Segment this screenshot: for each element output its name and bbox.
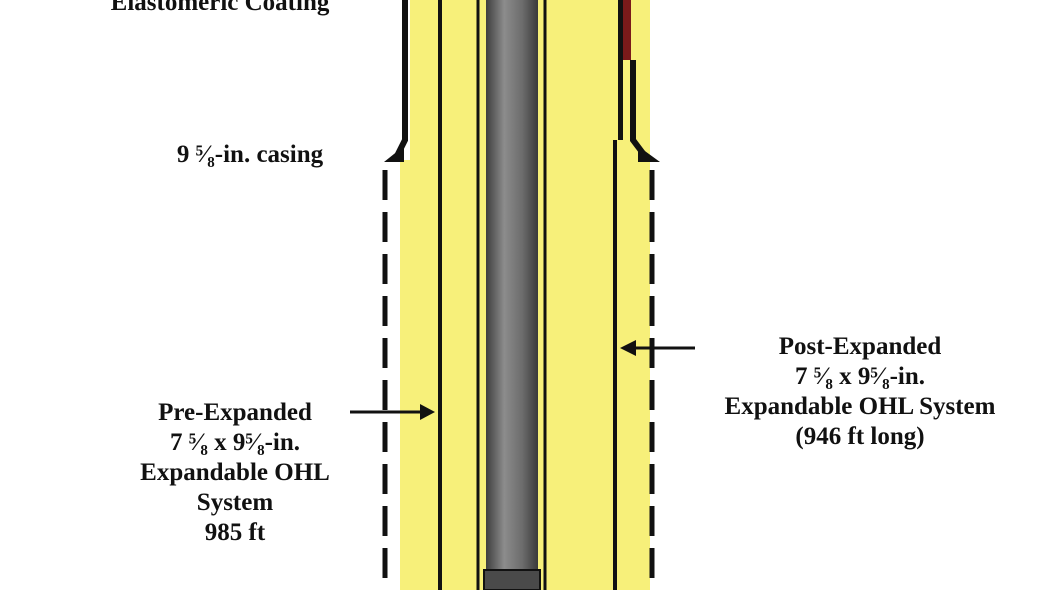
casing-shoe-left: [384, 146, 404, 162]
casing-label: 9 ⁵⁄₈-in. casing: [176, 141, 324, 168]
pre-expanded-arrow: [350, 404, 435, 420]
pre-expanded-label: Pre-Expanded 7 ⁵⁄₈ x 9⁵⁄₈-in. Expandable…: [140, 399, 330, 546]
casing-right-top: [618, 0, 623, 140]
elastomeric-coating-label: Elastomeric Coating: [110, 0, 330, 16]
post-expanded-label: Post-Expanded 7 ⁵⁄₈ x 9⁵⁄₈-in. Expandabl…: [724, 333, 996, 450]
casing-shoe-right: [638, 146, 660, 162]
expansion-cone: [483, 569, 541, 591]
elastomeric-coating-strip: [622, 0, 631, 60]
inner-drill-pipe: [486, 0, 538, 590]
post-expanded-arrow: [620, 340, 695, 356]
